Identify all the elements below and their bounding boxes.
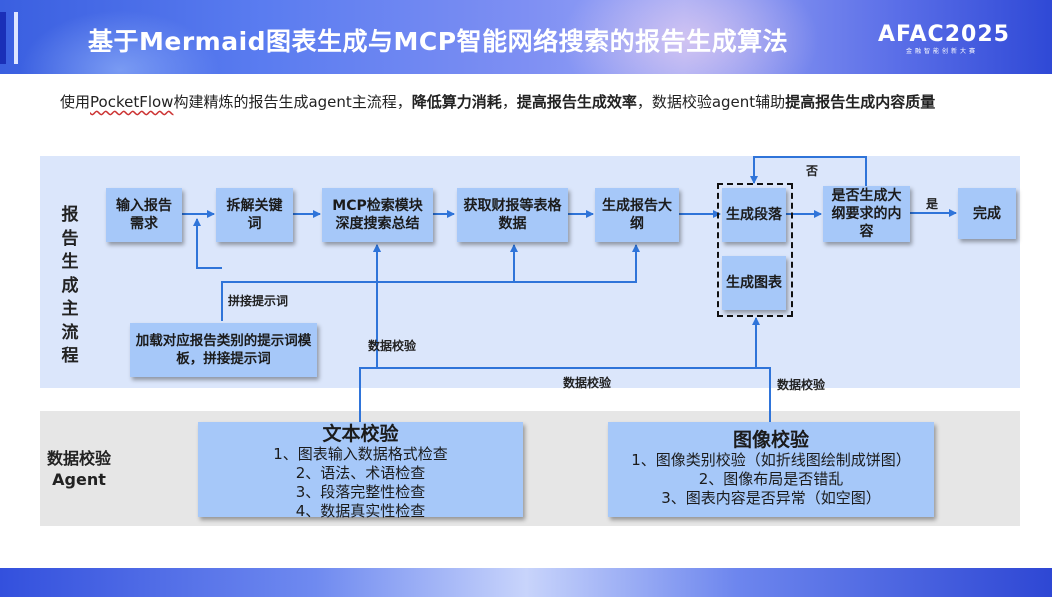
arrow-concat-to-input — [193, 218, 222, 269]
title-accent-bar — [0, 12, 6, 64]
intro-paragraph: 使用PocketFlow构建精炼的报告生成agent主流程，降低算力消耗，提高报… — [26, 90, 966, 115]
node-generate-paragraph: 生成段落 — [722, 188, 786, 242]
text-verification-box: 文本校验 1、图表输入数据格式检查 2、语法、术语检查 3、段落完整性检查 4、… — [198, 422, 523, 520]
node-load-prompt: 加载对应报告类别的提示词模板，拼接提示词 — [130, 323, 317, 377]
label-data-verify: 数据校验 — [777, 378, 826, 392]
node-input-request: 输入报告需求 — [106, 188, 182, 242]
header-banner: 基于Mermaid图表生成与MCP智能网络搜索的报告生成算法 AFAC2025 … — [0, 0, 1052, 74]
node-mcp-search: MCP检索模块深度搜索总结 — [322, 188, 433, 242]
arrow-no-loop — [750, 156, 867, 186]
image-verification-item: 1、图像类别校验（如折线图绘制成饼图） — [631, 451, 911, 469]
label-concat-prompt: 拼接提示词 — [228, 294, 289, 308]
image-verification-title: 图像校验 — [732, 429, 809, 451]
banner-glow — [560, 0, 820, 74]
text-verification-title: 文本校验 — [322, 423, 399, 445]
arrow-text-verify — [359, 244, 381, 422]
image-verification-box: 图像校验 1、图像类别校验（如折线图绘制成饼图） 2、图像布局是否错乱 3、图表… — [608, 422, 934, 517]
intro-highlight: 降低算力消耗 — [411, 93, 502, 111]
agent-label: 数据校验 Agent — [42, 448, 116, 490]
text-verification-item: 3、段落完整性检查 — [295, 483, 426, 501]
intro-highlight: 提高报告生成效率 — [516, 93, 637, 111]
intro-text: 使用 — [60, 93, 91, 111]
logo-text: AFAC2025 — [878, 22, 1010, 47]
text-verification-item: 2、语法、术语检查 — [295, 464, 426, 482]
generation-group-border — [717, 183, 793, 317]
label-data-verify: 数据校验 — [563, 376, 612, 390]
node-generate-outline: 生成报告大纲 — [595, 188, 679, 242]
intro-text: 构建精炼的报告生成agent主流程， — [173, 93, 412, 111]
agent-label-line: Agent — [52, 470, 106, 489]
image-verification-item: 3、图表内容是否异常（如空图） — [661, 489, 881, 507]
page-title: 基于Mermaid图表生成与MCP智能网络搜索的报告生成算法 — [88, 27, 789, 56]
intro-highlight: 提高报告生成内容质量 — [785, 93, 936, 111]
node-fetch-tables: 获取财报等表格数据 — [457, 188, 568, 242]
afac-logo: AFAC2025 金融智能创新大赛 — [878, 22, 1028, 55]
title-accent-bar — [14, 12, 18, 64]
footer-band — [0, 568, 1052, 597]
text-verification-item: 1、图表输入数据格式检查 — [273, 445, 448, 463]
label-no: 否 — [806, 164, 819, 178]
node-done: 完成 — [958, 188, 1016, 239]
image-verification-item: 2、图像布局是否错乱 — [698, 470, 844, 488]
arrow-image-verify — [752, 317, 771, 422]
logo-subtext: 金融智能创新大赛 — [906, 48, 979, 55]
intro-text: ， — [501, 93, 517, 111]
intro-pocketflow: PocketFlow — [90, 93, 174, 111]
arrow-concat-to-outline — [221, 244, 640, 321]
node-content-check: 是否生成大纲要求的内容 — [823, 186, 910, 242]
agent-label-line: 数据校验 — [46, 449, 111, 468]
label-data-verify: 数据校验 — [368, 339, 417, 353]
intro-text: ，数据校验agent辅助 — [636, 93, 786, 111]
label-yes: 是 — [926, 197, 939, 211]
node-split-keywords: 拆解关键词 — [216, 188, 293, 242]
text-verification-item: 4、数据真实性检查 — [295, 502, 426, 520]
node-generate-chart: 生成图表 — [722, 256, 786, 310]
main-flow-label: 报告生成主流程 — [61, 205, 79, 366]
